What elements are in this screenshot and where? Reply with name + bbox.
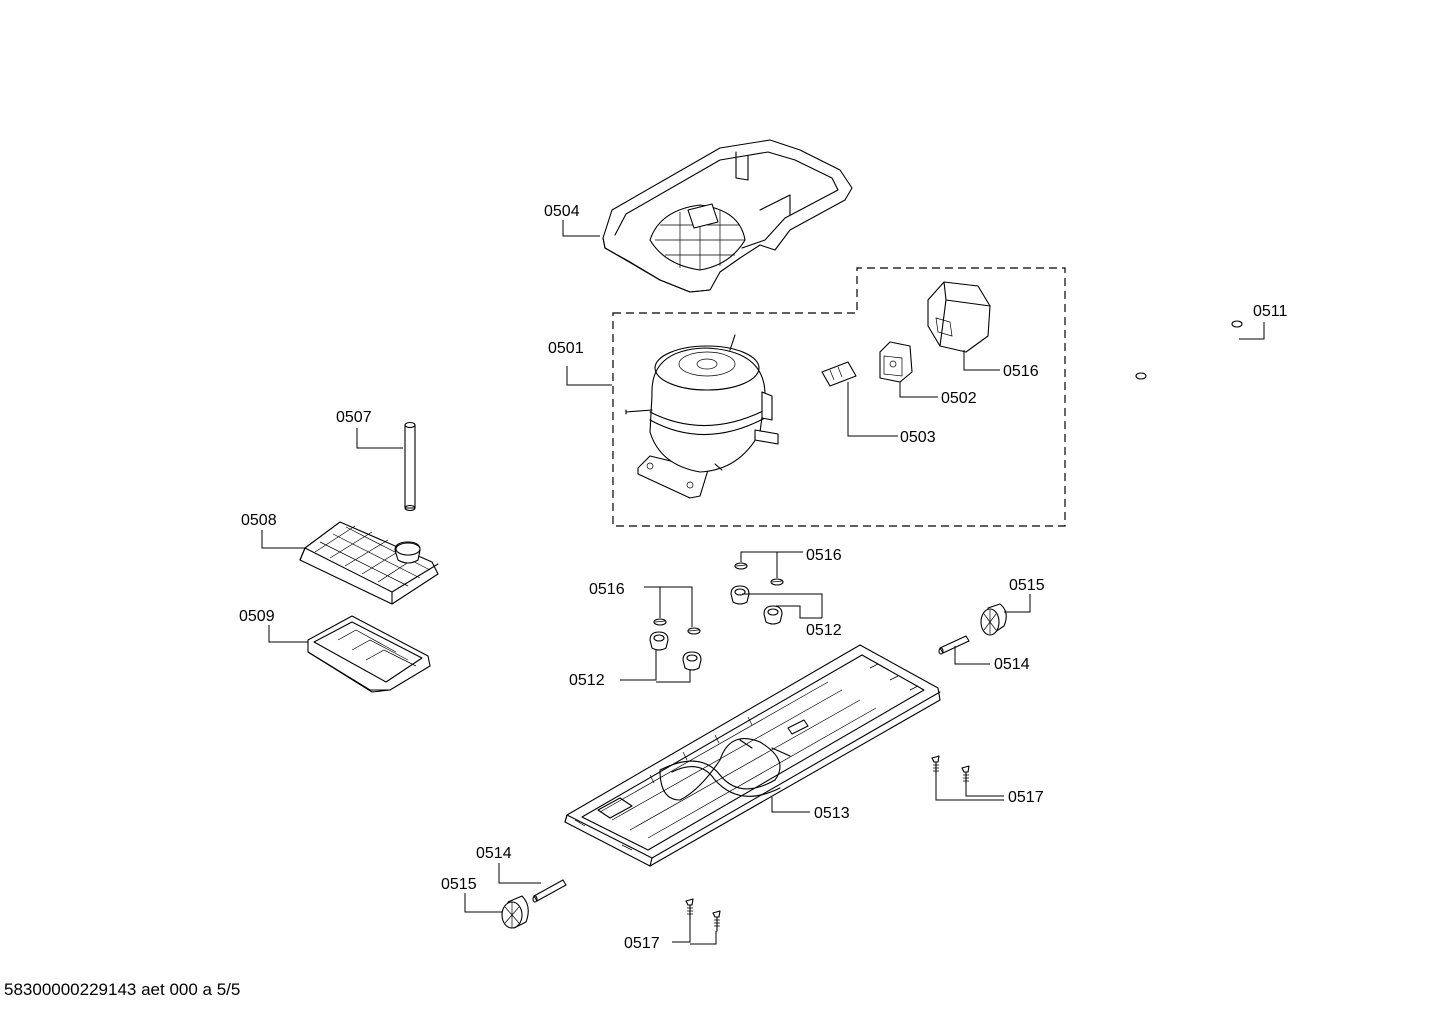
part-0517-screws-left[interactable] (685, 898, 721, 932)
leader-0515a (1004, 594, 1031, 613)
leader-0517b-1 (672, 919, 691, 943)
leader-0512b-2 (776, 605, 822, 619)
label-0516a[interactable]: 0516 (1003, 363, 1039, 380)
label-0507[interactable]: 0507 (336, 409, 372, 426)
leader-0516c-1 (740, 551, 778, 578)
part-0504-tray[interactable] (602, 139, 853, 293)
label-0512b[interactable]: 0512 (806, 622, 842, 639)
label-0509[interactable]: 0509 (239, 608, 275, 625)
part-0514-pin-right[interactable] (938, 635, 970, 655)
document-id-footer: 58300000229143 aet 000 a 5/5 (4, 980, 241, 999)
part-0517-screws-right[interactable] (931, 755, 970, 785)
leader-0514b (498, 863, 541, 884)
part-0507-tube[interactable] (404, 421, 416, 512)
label-0516c[interactable]: 0516 (806, 547, 842, 564)
label-0514b[interactable]: 0514 (476, 845, 512, 862)
part-0503-component[interactable] (821, 361, 857, 387)
leader-0517a-2 (965, 784, 1004, 797)
part-0509-drip-tray[interactable] (307, 615, 431, 693)
leader-0516b-1 (644, 586, 661, 618)
leader-0503 (847, 382, 898, 437)
leader-0517a-1 (935, 774, 1004, 801)
label-0501[interactable]: 0501 (548, 340, 584, 357)
part-0512-grommets-left[interactable] (649, 631, 702, 671)
leader-0512b-1 (742, 593, 823, 618)
group-outline-0501 (612, 267, 1066, 527)
label-0508[interactable]: 0508 (241, 512, 277, 529)
leader-0516b-2 (660, 586, 693, 627)
leader-0517b-2 (690, 931, 717, 945)
label-0517b[interactable]: 0517 (624, 935, 660, 952)
label-0514a[interactable]: 0514 (994, 656, 1030, 673)
label-0516b[interactable]: 0516 (589, 581, 625, 598)
part-0515-foot-right[interactable] (980, 603, 1007, 636)
part-0516-washers-right[interactable] (734, 562, 784, 586)
leader-0507 (356, 428, 403, 449)
label-0515a[interactable]: 0515 (1009, 577, 1045, 594)
part-0512-grommets-right[interactable] (730, 585, 783, 625)
label-0513[interactable]: 0513 (814, 805, 850, 822)
leader-0504 (562, 220, 600, 237)
leader-0511 (1239, 322, 1265, 340)
leader-0513 (771, 797, 810, 813)
label-0517a[interactable]: 0517 (1008, 789, 1044, 806)
part-0501-compressor[interactable] (625, 334, 779, 499)
part-0515-foot-left[interactable] (501, 895, 529, 929)
label-0515b[interactable]: 0515 (441, 876, 477, 893)
leader-0512a-2 (656, 670, 691, 683)
leader-0516a (963, 350, 1000, 371)
label-0512a[interactable]: 0512 (569, 672, 605, 689)
leader-0502 (899, 382, 938, 398)
leader-0515b (464, 893, 502, 913)
label-0511[interactable]: 0511 (1253, 303, 1288, 320)
leader-0501 (566, 366, 612, 386)
label-0503[interactable]: 0503 (900, 429, 936, 446)
part-0516-washers-left[interactable] (653, 618, 701, 635)
part-0511-hose[interactable] (1135, 320, 1243, 404)
leader-0509 (268, 625, 308, 643)
leader-0508 (261, 530, 305, 549)
part-0508-grid-tray[interactable] (299, 521, 439, 605)
leader-0512a-1 (620, 650, 657, 681)
part-0513-base-plate[interactable] (564, 644, 941, 867)
leader-0514a (954, 646, 990, 665)
label-0502[interactable]: 0502 (941, 390, 977, 407)
part-0502-relay[interactable] (879, 341, 913, 383)
part-0516-cover[interactable] (927, 281, 991, 353)
part-0514-pin-left[interactable] (532, 879, 567, 903)
label-0504[interactable]: 0504 (544, 203, 580, 220)
